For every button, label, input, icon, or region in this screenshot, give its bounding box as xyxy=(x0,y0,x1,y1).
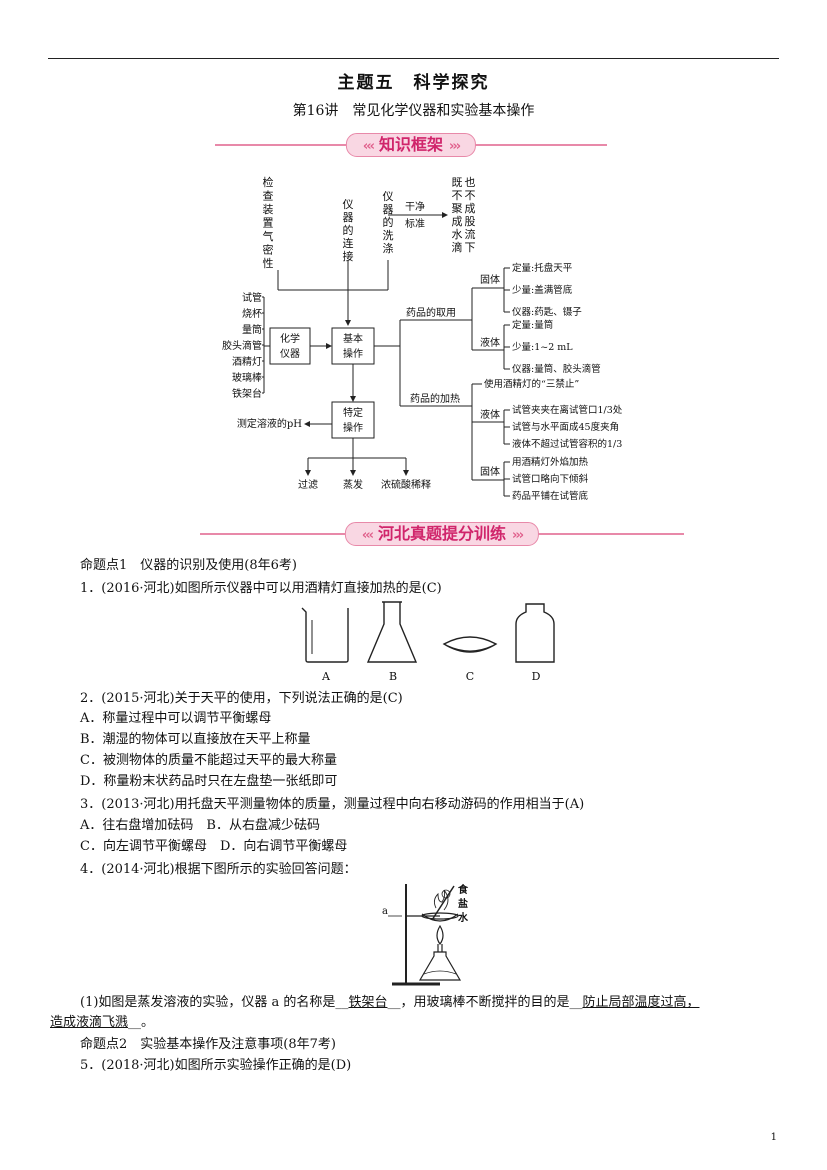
section-1-heading: 命题点1 仪器的识别及使用(8年6考) xyxy=(80,558,297,573)
flask-b xyxy=(366,602,418,663)
q4-stem: 4．(2014·河北)根据下图所示的实验回答问题： xyxy=(80,862,357,877)
q1-label-a: A xyxy=(321,670,331,683)
take-solid-label: 固体 xyxy=(480,274,500,286)
heat-label: 药品的加热 xyxy=(410,392,460,405)
q4-evaporation-figure: a xyxy=(382,884,462,986)
q1-label-d: D xyxy=(532,670,541,683)
q3-options-ab: A．往右盘增加砝码 B．从右盘减少砝码 xyxy=(80,818,320,833)
q5-stem: 5．(2018·河北)如图所示实验操作正确的是(D) xyxy=(80,1058,352,1073)
glass-rod xyxy=(431,885,455,921)
knowledge-diagram: 检查装置气密性 仪器的连接 仪器的洗涤 既不聚成水滴 也不成股流下 干净 标准 … xyxy=(222,175,623,502)
check-airtightness-text: 检查装置气密性 xyxy=(263,175,274,270)
take-label: 药品的取用 xyxy=(406,306,456,319)
special-item-evaporate: 蒸发 xyxy=(343,478,363,491)
q1-label-b: B xyxy=(389,670,397,683)
instrument-connect-text: 仪器的连接 xyxy=(343,198,354,263)
chem-instr-2: 仪器 xyxy=(280,348,300,360)
basic-op-1: 基本 xyxy=(343,332,363,345)
q2-option-b: B．潮湿的物体可以直接放在天平上称量 xyxy=(80,732,311,747)
special-op-1: 特定 xyxy=(343,406,363,419)
take-liquid-3: 仪器:量筒、胶头滴管 xyxy=(512,363,601,375)
instrument-list-item: 试管 xyxy=(242,291,262,304)
q4-label-salt-water: 食盐水 xyxy=(458,885,468,924)
take-liquid-label: 液体 xyxy=(480,336,500,349)
page-subtitle: 第16讲 常见化学仪器和实验基本操作 xyxy=(292,103,535,119)
heat-solid-label: 固体 xyxy=(480,466,500,478)
instrument-list-item: 胶头滴管 xyxy=(222,339,262,352)
dish-c xyxy=(442,636,498,653)
page-number: 1 xyxy=(770,1132,777,1143)
heat-liquid-label: 液体 xyxy=(480,408,500,421)
bottle-d xyxy=(515,603,555,663)
q1-label-c: C xyxy=(466,670,474,683)
instrument-list-item: 量筒 xyxy=(242,323,262,336)
heat-solid-1: 用酒精灯外焰加热 xyxy=(512,456,589,468)
q3-stem: 3．(2013·河北)用托盘天平测量物体的质量，测量过程中向右移动游码的作用相当… xyxy=(80,797,585,812)
header-rule xyxy=(48,58,779,59)
page-title: 主题五 科学探究 xyxy=(337,73,490,93)
take-solid-1: 定量:托盘天平 xyxy=(512,262,573,274)
take-liquid-1: 定量:量筒 xyxy=(512,319,553,331)
knowledge-banner: ‹‹‹知识框架››› xyxy=(215,133,607,157)
special-item-dilute: 浓硫酸稀释 xyxy=(381,478,431,491)
q4-answer-blank-2a: 防止局部温度过高， xyxy=(582,995,700,1010)
q2-option-c: C．被测物体的质量不能超过天平的最大称量 xyxy=(80,753,337,768)
q4-label-a: a xyxy=(382,906,388,917)
take-solid-3: 仪器:药匙、镊子 xyxy=(512,306,582,318)
clean-label-1: 干净 xyxy=(405,200,425,213)
flame xyxy=(436,924,444,946)
q4-answer-line2: 造成液滴飞溅__。 xyxy=(50,1015,155,1030)
take-solid-2: 少量:盖满管底 xyxy=(512,284,573,296)
chem-instr-1: 化学 xyxy=(280,332,300,345)
q4-answer-blank-1: 铁架台 xyxy=(348,995,388,1010)
q2-option-a: A．称量过程中可以调节平衡螺母 xyxy=(80,711,272,726)
special-item-filter: 过滤 xyxy=(298,478,318,491)
ph-text: 测定溶液的pH xyxy=(237,417,302,430)
q2-option-d: D．称量粉末状药品时只在左盘垫一张纸即可 xyxy=(80,774,338,789)
evaporating-dish xyxy=(421,913,459,922)
instrument-list-item: 玻璃棒 xyxy=(232,371,262,384)
q1-figure: A B C D xyxy=(301,601,555,683)
heat-liquid-1: 试管夹夹在离试管口1/3处 xyxy=(512,404,623,416)
heat-solid-2: 试管口略向下倾斜 xyxy=(512,473,589,485)
instrument-list-item: 烧杯 xyxy=(242,307,262,320)
heat-solid-3: 药品平铺在试管底 xyxy=(512,490,589,502)
clean-standard-col2: 也不成股流下 xyxy=(465,176,476,254)
training-banner: ‹‹‹河北真题提分训练››› xyxy=(200,522,684,546)
q2-stem: 2．(2015·河北)关于天平的使用，下列说法正确的是(C) xyxy=(80,691,403,706)
beaker-a xyxy=(301,607,349,663)
lamp-note: 使用酒精灯的“三禁止” xyxy=(484,378,579,390)
training-banner-label: ‹‹‹河北真题提分训练››› xyxy=(344,522,540,546)
clean-label-2: 标准 xyxy=(405,218,425,230)
section-2-heading: 命题点2 实验基本操作及注意事项(8年7考) xyxy=(80,1037,336,1052)
take-liquid-2: 少量:1~2 mL xyxy=(512,342,573,353)
clean-standard-col1: 既不聚成水滴 xyxy=(452,176,463,254)
alcohol-lamp xyxy=(418,951,462,981)
heat-liquid-3: 液体不超过试管容积的1/3 xyxy=(512,438,622,450)
q3-options-cd: C．向左调节平衡螺母 D．向右调节平衡螺母 xyxy=(80,839,348,854)
q1-stem: 1．(2016·河北)如图所示仪器中可以用酒精灯直接加热的是(C) xyxy=(80,581,442,596)
instrument-list-item: 铁架台 xyxy=(232,387,262,400)
basic-op-2: 操作 xyxy=(343,347,363,360)
knowledge-banner-label: ‹‹‹知识框架››› xyxy=(345,133,477,157)
instrument-list-item: 酒精灯 xyxy=(232,355,262,368)
q4-answer-blank-2b: 造成液滴飞溅 xyxy=(50,1015,129,1030)
q4-answer-line1: (1)如图是蒸发溶液的实验，仪器 a 的名称是__铁架台__，用玻璃棒不断搅拌的… xyxy=(80,995,700,1010)
heat-liquid-2: 试管与水平面成45度夹角 xyxy=(512,421,619,433)
special-op-2: 操作 xyxy=(343,421,363,434)
instrument-wash-text: 仪器的洗涤 xyxy=(383,190,394,255)
